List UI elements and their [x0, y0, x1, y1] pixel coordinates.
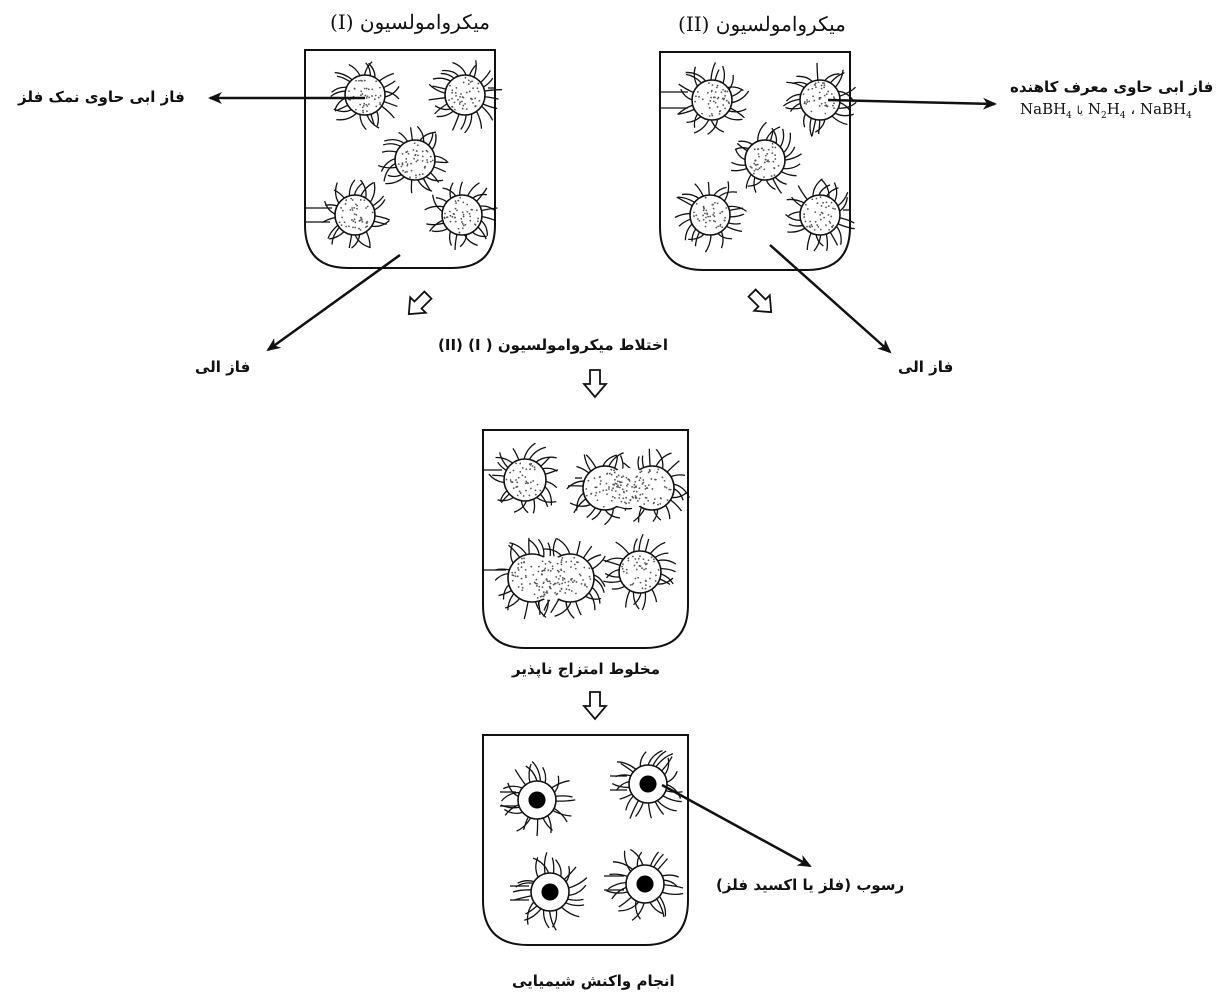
- flow-arrow-left-icon: [401, 287, 436, 322]
- arrow-aqueous-reducer: [828, 100, 995, 104]
- micelle: [322, 180, 390, 248]
- micelles-group: [305, 60, 856, 930]
- label-oil-phase-left: فاز الی: [195, 358, 250, 376]
- micelle: [425, 182, 498, 250]
- micelle: [429, 60, 502, 133]
- microemulsion-1-title: میکروامولسیون (I): [330, 10, 490, 34]
- label-mixing: اختلاط میکروامولسیون ( I) (II): [438, 336, 668, 354]
- flow-arrow-right-icon: [744, 285, 779, 320]
- arrow-oil-phase-right: [770, 245, 890, 352]
- label-reducer-formulas: NaBH4 یا N2H4 ، NaBH4: [1020, 100, 1192, 121]
- micelle-fused: [567, 449, 690, 525]
- flow-arrow-down-2-icon: [584, 692, 606, 719]
- microemulsion-2-title: میکروامولسیون (II): [678, 12, 846, 36]
- arrow-precipitate: [662, 785, 810, 866]
- label-aqueous-metal-salt: فاز ابی حاوی نمک فلز: [18, 88, 185, 106]
- micelle-with-particle: [606, 849, 683, 920]
- formula-sep-or: یا: [1077, 104, 1083, 117]
- formula-n2h4: N2H4: [1088, 100, 1126, 118]
- micelle-with-particle: [612, 751, 682, 819]
- label-aqueous-reducer: فاز ابی حاوی معرف کاهنده: [1010, 78, 1213, 96]
- micelle: [677, 62, 748, 134]
- label-chemical-reaction: انجام واکنش شیمیایی: [512, 972, 675, 990]
- micelle: [331, 62, 399, 130]
- micelle: [731, 122, 801, 193]
- micelle: [378, 126, 448, 193]
- micelle: [603, 534, 675, 610]
- micelle-with-particle: [513, 852, 587, 930]
- label-precipitate: رسوب (فلز یا اکسید فلز): [716, 876, 904, 894]
- micelle: [786, 179, 855, 251]
- micelle-with-particle: [501, 761, 575, 836]
- micelle: [675, 181, 747, 252]
- flow-arrow-down-1-icon: [584, 370, 606, 397]
- micelle-fused: [495, 538, 605, 619]
- label-oil-phase-right: فاز الی: [898, 358, 953, 376]
- formula-sep: ،: [1130, 100, 1135, 118]
- label-immiscible-mixture: مخلوط امتزاج ناپذیر: [512, 660, 660, 678]
- arrow-oil-phase-left: [268, 255, 400, 350]
- micelle: [489, 443, 558, 513]
- formula-nabh4-b: NaBH4: [1140, 100, 1192, 118]
- formula-nabh4-a: NaBH4: [1020, 100, 1072, 118]
